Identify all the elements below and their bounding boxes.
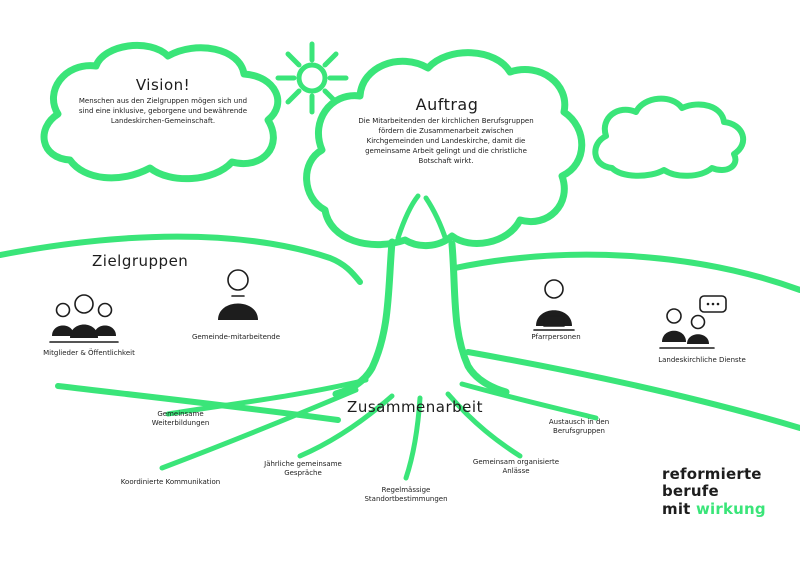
zielgruppe-item-label: Landeskirchliche Dienste bbox=[658, 356, 746, 364]
people-group-icon bbox=[49, 294, 119, 343]
root-label: Austausch in den Berufsgruppen bbox=[548, 418, 610, 436]
tree-roots bbox=[159, 377, 599, 481]
logo: reformierte berufe mit wirkung bbox=[662, 465, 787, 518]
vision-cloud bbox=[40, 41, 282, 183]
logo-word-wirkung: wirkung bbox=[695, 499, 766, 518]
zusammenarbeit-label: Zusammenarbeit bbox=[347, 398, 483, 416]
root-label: Koordinierte Kommunikation bbox=[120, 478, 221, 486]
tree-trunk bbox=[332, 193, 510, 398]
person-desk-icon bbox=[533, 279, 575, 331]
zielgruppe-item-label: Gemeinde-mitarbeitende bbox=[191, 333, 281, 341]
vision-body: Menschen aus den Zielgruppen mögen sich … bbox=[78, 97, 248, 125]
small-cloud bbox=[592, 95, 747, 179]
person-icon bbox=[218, 269, 258, 320]
hill-line-right bbox=[465, 349, 800, 431]
root-label: Gemeinsam organisierte Anlässe bbox=[472, 458, 560, 476]
hill-line-left bbox=[55, 383, 341, 423]
logo-word-mit: mit bbox=[662, 499, 691, 518]
logo-line-1: reformierte bbox=[662, 465, 762, 483]
zielgruppen-label: Zielgruppen bbox=[92, 252, 189, 270]
sun-icon bbox=[275, 41, 349, 115]
logo-line-2: berufe bbox=[662, 482, 719, 501]
auftrag-title: Auftrag bbox=[415, 95, 479, 114]
tree-crown bbox=[303, 49, 586, 249]
logo-line-3: mit wirkung bbox=[662, 499, 787, 518]
zielgruppe-item-label: Pfarrpersonen bbox=[531, 333, 581, 341]
zielgruppe-item-label: Mitglieder & Öffentlichkeit bbox=[43, 349, 135, 357]
people-chat-icon bbox=[659, 295, 727, 349]
root-label: Jährliche gemeinsame Gespräche bbox=[264, 460, 342, 478]
horizon-line-right bbox=[452, 251, 800, 293]
horizon-line-left bbox=[0, 233, 363, 285]
vision-title: Vision! bbox=[135, 76, 191, 94]
root-label: Regelmässige Standortbestimmungen bbox=[364, 486, 448, 504]
auftrag-body: Die Mitarbeitenden der kirchlichen Beruf… bbox=[358, 117, 534, 165]
root-label: Gemeinsame Weiterbildungen bbox=[151, 410, 210, 428]
